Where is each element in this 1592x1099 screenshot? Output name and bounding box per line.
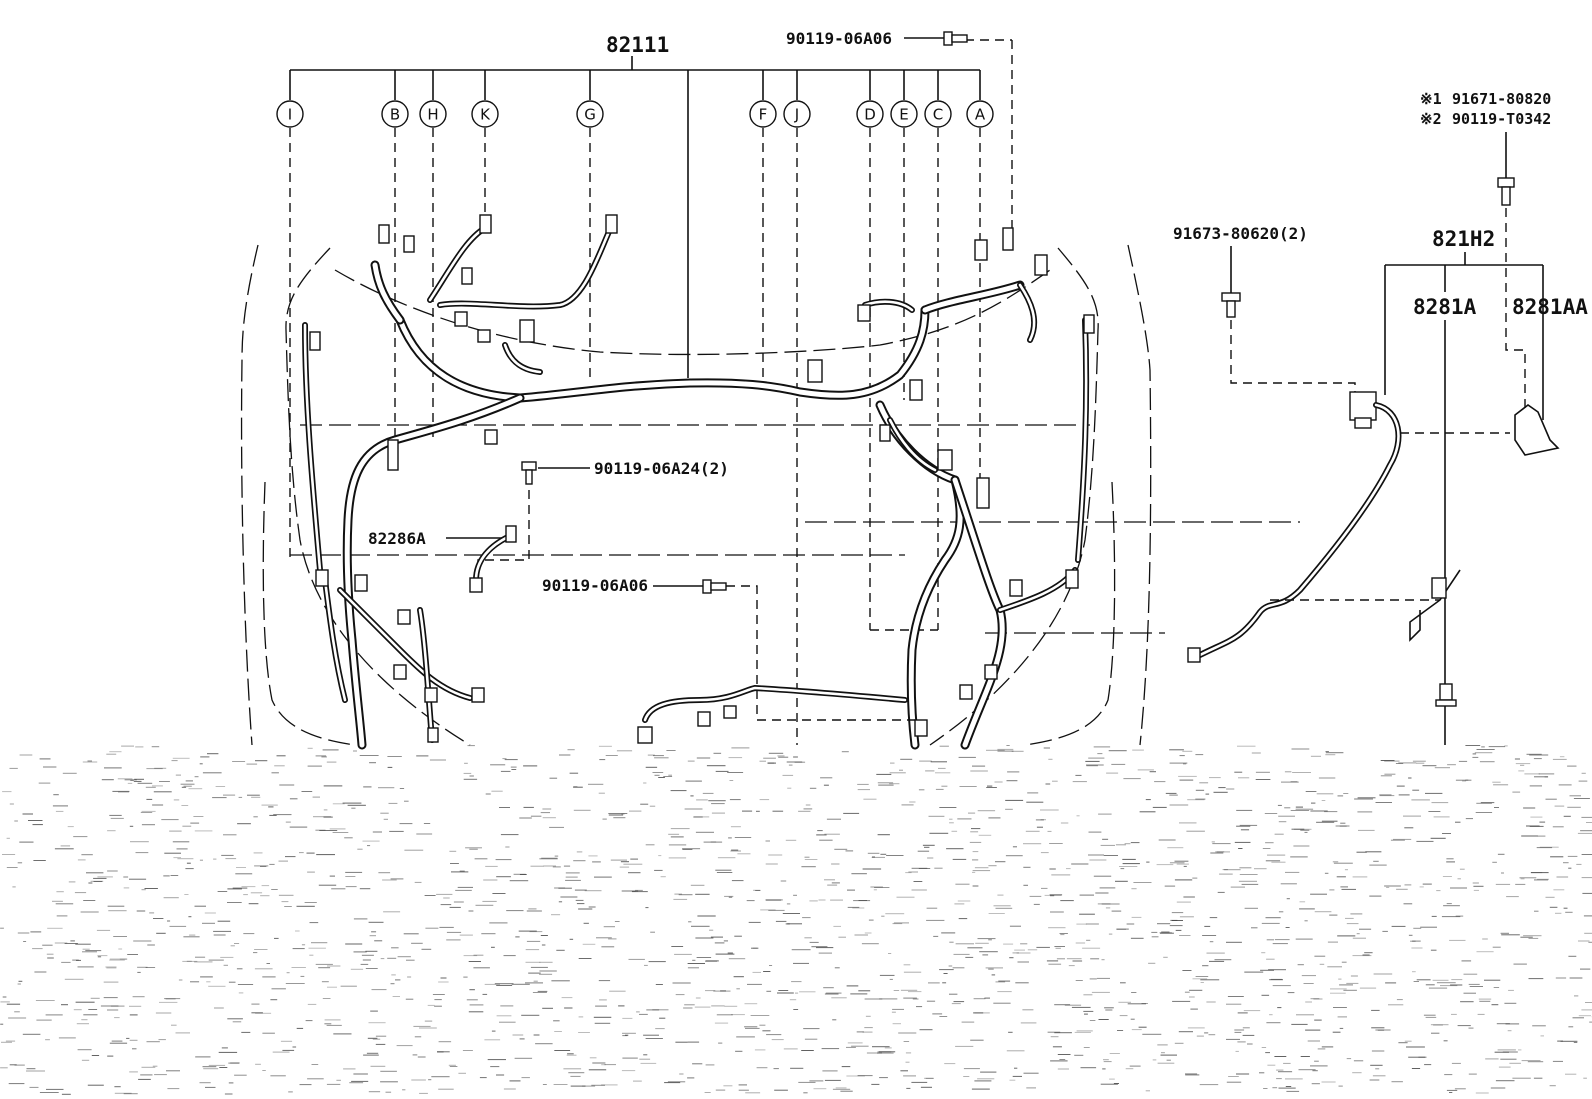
callout-drop-lines — [289, 39, 1013, 745]
clip-label: 91673-80620(2) — [1173, 224, 1308, 243]
callout-k: K — [480, 106, 491, 124]
callout-h: H — [427, 106, 438, 124]
note-2-mark: ※2 — [1420, 110, 1442, 128]
bracket-label: 82286A — [368, 529, 426, 548]
main-harness — [302, 222, 1090, 750]
bolt-lower: 90119-06A06 — [542, 576, 915, 721]
callout-i: I — [288, 106, 292, 124]
note-1-mark: ※1 — [1420, 90, 1442, 108]
vehicle-body-outline — [240, 244, 1300, 746]
note-1-part: 91671-80820 — [1452, 90, 1551, 108]
bolt-top-label: 90119-06A06 — [786, 29, 892, 48]
sub-aa-label: 8281AA — [1512, 295, 1588, 319]
note-2-part: 90119-T0342 — [1452, 110, 1551, 128]
sub-a-label: 8281A — [1413, 295, 1477, 319]
callout-e: E — [899, 106, 908, 124]
bolt-lower-label: 90119-06A06 — [542, 576, 648, 595]
clip-91673: 91673-80620(2) — [1173, 224, 1356, 395]
callout-d: D — [864, 106, 876, 124]
bolt-mid-label: 90119-06A24(2) — [594, 459, 729, 478]
callout-b: B — [390, 106, 400, 124]
callout-f: F — [759, 106, 768, 124]
bracket-82286a: 82286A — [368, 525, 517, 593]
callout-circles — [276, 100, 994, 128]
callout-a: A — [975, 106, 986, 124]
scan-noise-band — [0, 745, 1592, 1095]
callout-g: G — [584, 106, 596, 124]
callout-j: J — [794, 106, 799, 124]
callout-c: C — [933, 106, 943, 124]
main-harness-label: 82111 — [606, 33, 669, 57]
bolt-mid: 90119-06A24(2) — [477, 459, 729, 580]
connectors — [309, 214, 1095, 744]
bolt-top: 90119-06A06 — [786, 29, 968, 48]
sub-harness-label: 821H2 — [1432, 227, 1495, 251]
note-bolt: ※1 91671-80820 ※2 90119-T0342 — [1420, 90, 1551, 408]
sub-harness-821h2: 821H2 8281A 8281AA — [1187, 227, 1588, 745]
main-harness-leader — [289, 56, 981, 378]
callout-letters: I B H K G F J D E C A — [288, 106, 986, 124]
